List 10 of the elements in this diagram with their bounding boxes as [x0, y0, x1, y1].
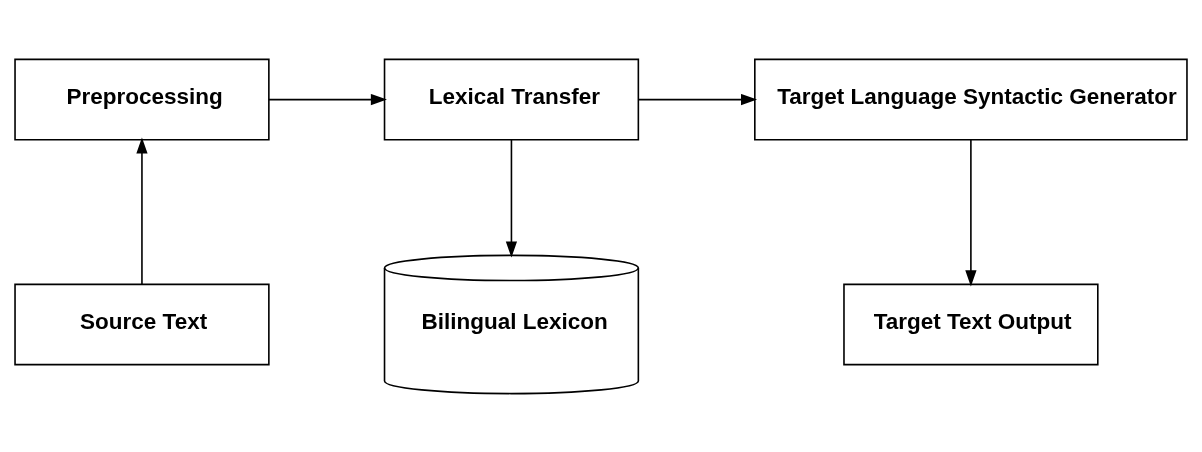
- arrow: [505, 138, 518, 258]
- node-box: Lexical Transfer: [383, 58, 640, 141]
- node-box: Source Text: [14, 283, 270, 365]
- arrow: [268, 93, 387, 105]
- arrow: [136, 136, 148, 285]
- node-box: Target Text Output: [843, 283, 1099, 365]
- arrow: [637, 93, 758, 105]
- node-box: Preprocessing: [14, 58, 270, 141]
- arrow: [965, 138, 977, 286]
- node-box: Target Language Syntactic Generator: [754, 58, 1188, 141]
